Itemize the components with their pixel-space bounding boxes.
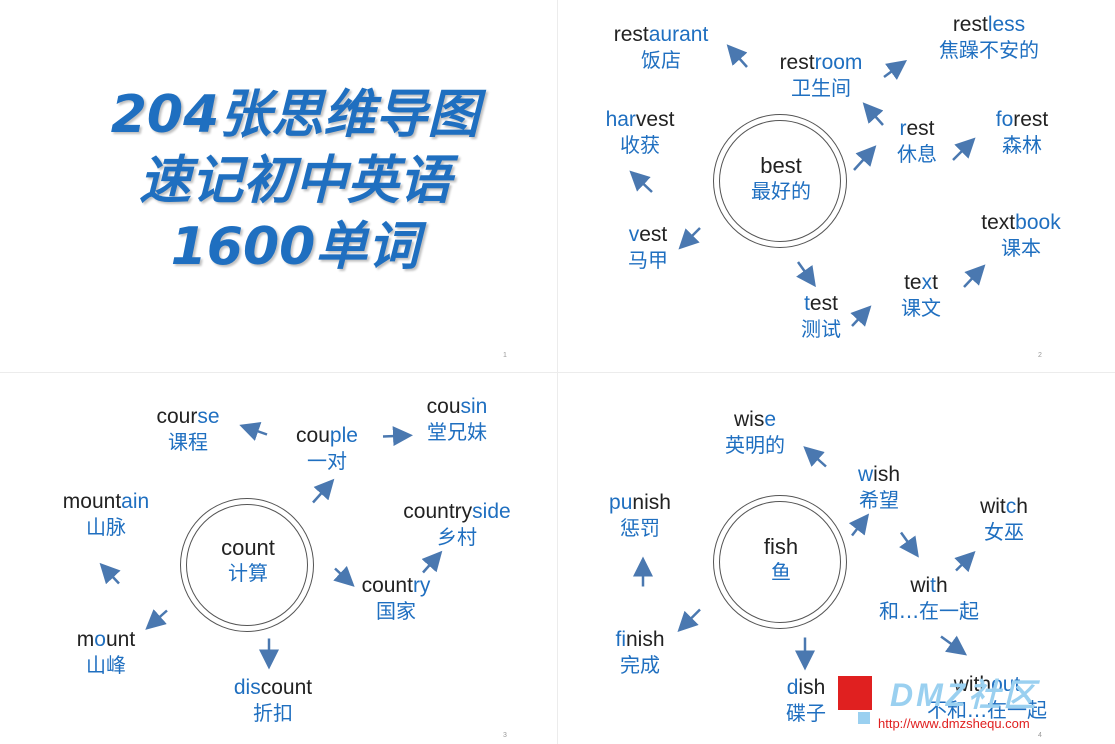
site-watermark: DMZ社区 http://www.dmzshequ.com <box>838 672 1088 738</box>
word-node: couple 一对 <box>296 424 358 473</box>
word-node: harvest 收获 <box>605 108 675 157</box>
word-node: country 国家 <box>361 574 431 623</box>
center-circle <box>713 495 847 629</box>
center-word-zh: 计算 <box>227 561 268 585</box>
center-circle <box>713 114 847 248</box>
word-node: restroom 卫生间 <box>779 51 863 100</box>
word-node: forest 森林 <box>995 108 1049 157</box>
word-node: text 课文 <box>901 271 941 320</box>
word-node: punish 惩罚 <box>609 491 671 540</box>
word-node: vest 马甲 <box>628 223 668 272</box>
center-word-zh: 鱼 <box>771 560 791 584</box>
word-node: discount 折扣 <box>233 676 313 725</box>
word-node: wise 英明的 <box>725 408 785 457</box>
title-line: 1600单词 <box>170 217 420 277</box>
word-node: dish 碟子 <box>786 676 826 725</box>
word-node: finish 完成 <box>615 628 665 677</box>
slide-4-thumbnail[interactable]: fish 鱼 wise 英明的 wish 希望 punish 惩罚 witch … <box>560 375 1115 744</box>
word-node: textbook 课本 <box>981 211 1061 260</box>
word-node: countryside 乡村 <box>403 500 511 549</box>
watermark-red-square <box>838 676 872 710</box>
center-word: fish 鱼 <box>764 534 798 585</box>
word-node: restaurant 饭店 <box>613 23 709 72</box>
watermark-blue-square <box>858 712 870 724</box>
slide-3-thumbnail[interactable]: count 计算 course 课程 couple 一对 cousin 堂兄妹 … <box>0 375 555 744</box>
page-number: 4 <box>1038 732 1042 739</box>
slide-divider-horizontal <box>0 372 1115 373</box>
page-number: 2 <box>1038 352 1042 359</box>
center-word-en: best <box>760 153 802 178</box>
slide-2-thumbnail[interactable]: best 最好的 restaurant 饭店 restroom 卫生间 rest… <box>560 0 1115 370</box>
word-node: without 不和…在一起 <box>927 673 1047 722</box>
center-word: count 计算 <box>221 535 275 586</box>
mindmap-arrows <box>633 446 976 671</box>
word-node: wish 希望 <box>857 463 901 512</box>
slide-title: 204张思维导图 速记初中英语 1600单词 <box>85 82 505 280</box>
word-node: mountain 山脉 <box>62 490 150 539</box>
watermark-url: http://www.dmzshequ.com <box>878 716 1030 731</box>
word-node: rest 休息 <box>897 117 937 166</box>
watermark-text: DMZ社区 <box>890 677 1039 713</box>
center-circle <box>180 498 314 632</box>
word-node: course 课程 <box>156 405 220 454</box>
center-word-zh: 最好的 <box>751 179 811 203</box>
page-number: 3 <box>503 732 507 739</box>
word-node: mount 山峰 <box>76 628 136 677</box>
mindmap-arrows <box>629 44 986 327</box>
center-word-en: fish <box>763 534 799 559</box>
title-line: 速记初中英语 <box>138 151 451 211</box>
word-node: with 和…在一起 <box>879 574 979 623</box>
word-node: test 测试 <box>801 292 841 341</box>
word-node: restless 焦躁不安的 <box>939 13 1039 62</box>
word-node: witch 女巫 <box>980 495 1028 544</box>
word-node: cousin 堂兄妹 <box>426 395 488 444</box>
slide-1-thumbnail[interactable]: 204张思维导图 速记初中英语 1600单词 1 <box>0 0 555 370</box>
center-word-en: count <box>221 535 275 560</box>
mindmap-arrows <box>99 421 443 670</box>
page-number: 1 <box>503 352 507 359</box>
center-word: best 最好的 <box>751 153 811 204</box>
title-line: 204张思维导图 <box>110 85 480 145</box>
